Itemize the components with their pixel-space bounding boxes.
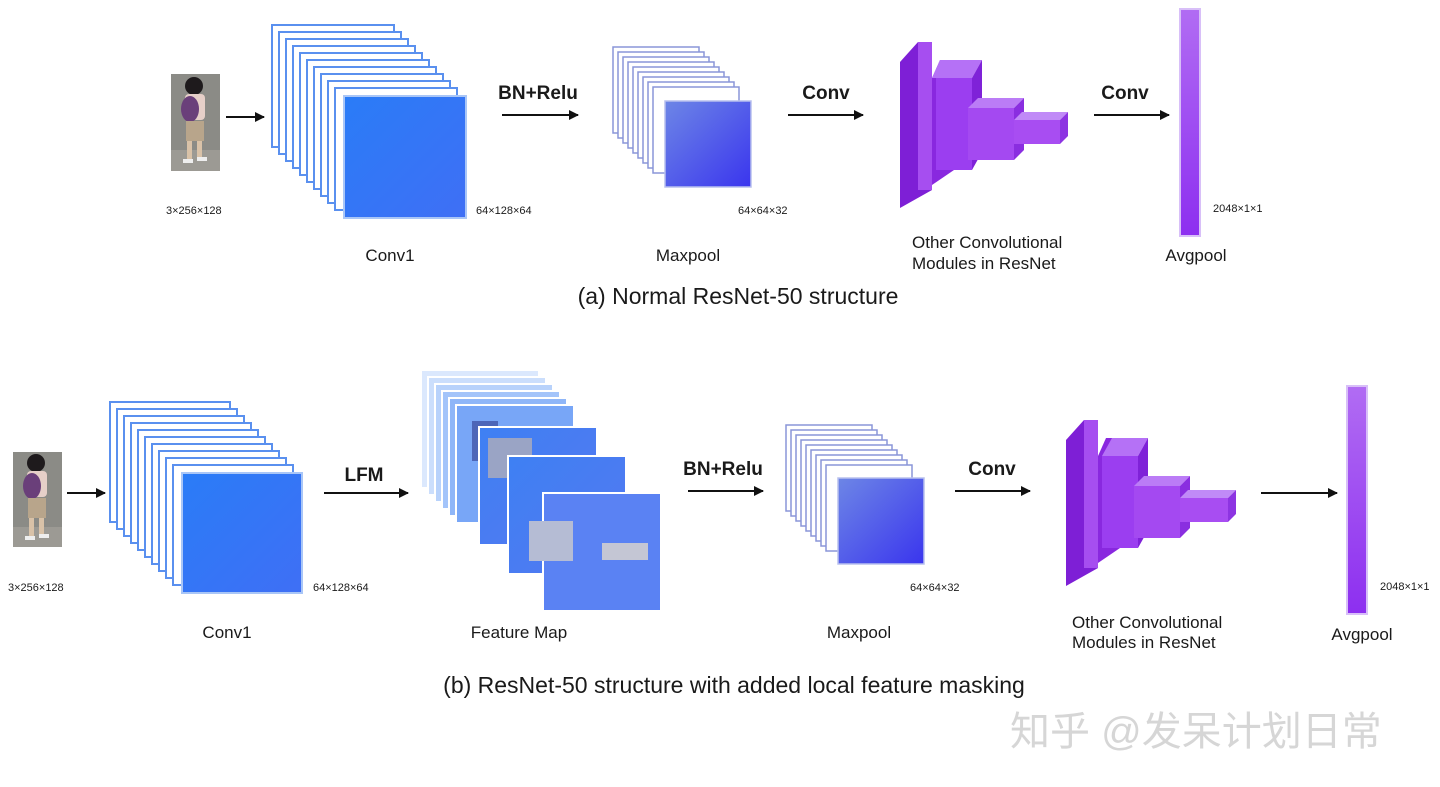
arrow1-label-b: LFM (344, 465, 383, 486)
avgpool-dim-label-a: 2048×1×1 (1213, 203, 1263, 215)
arrow1-label-a: BN+Relu (498, 83, 578, 104)
arrow2-label-a: Conv (802, 83, 850, 104)
input-dim-label-a: 3×256×128 (166, 205, 222, 217)
conv1-label-b: Conv1 (202, 623, 251, 642)
maxpool-label-b: Maxpool (827, 623, 891, 642)
conv1-dim-label-a: 64×128×64 (476, 205, 532, 217)
watermark-text: 知乎 @发呆计划日常 (1010, 710, 1382, 754)
diagram-a: 3×256×128 64×128×64 Conv1 BN+Relu (166, 8, 1263, 309)
feature-map-stack-b (420, 369, 662, 612)
conv-modules-block-a (900, 42, 1068, 208)
maxpool-dim-label-a: 64×64×32 (738, 205, 788, 217)
conv1-dim-label-b: 64×128×64 (313, 582, 369, 594)
input-person-image-b (13, 452, 62, 547)
maxpool-label-a: Maxpool (656, 246, 720, 265)
modules-label-b-line1: Other Convolutional (1072, 613, 1222, 632)
conv-modules-block-b (1066, 420, 1236, 586)
arrow3-label-a: Conv (1101, 83, 1149, 104)
diagram-b: 3×256×128 64×128×64 Conv1 LFM (8, 369, 1430, 698)
conv1-stack-b (109, 401, 303, 594)
modules-label-b-line2: Modules in ResNet (1072, 633, 1216, 652)
conv1-label-a: Conv1 (365, 246, 414, 265)
maxpool-dim-label-b: 64×64×32 (910, 582, 960, 594)
avgpool-bar-b (1346, 385, 1368, 615)
featuremap-label-b: Feature Map (471, 623, 567, 642)
conv1-stack-a (271, 24, 467, 219)
maxpool-stack-b (785, 424, 925, 565)
caption-a: (a) Normal ResNet-50 structure (578, 283, 899, 309)
input-dim-label-b: 3×256×128 (8, 582, 64, 594)
maxpool-stack-a (612, 46, 752, 188)
avgpool-dim-label-b: 2048×1×1 (1380, 581, 1430, 593)
avgpool-label-b: Avgpool (1331, 625, 1392, 644)
arrow2-label-b: BN+Relu (683, 459, 763, 480)
modules-label-a-line2: Modules in ResNet (912, 254, 1056, 273)
modules-label-a-line1: Other Convolutional (912, 233, 1062, 252)
avgpool-label-a: Avgpool (1165, 246, 1226, 265)
avgpool-bar-a (1179, 8, 1201, 237)
input-person-image-a (171, 74, 220, 171)
caption-b: (b) ResNet-50 structure with added local… (443, 672, 1025, 698)
arrow3-label-b: Conv (968, 459, 1016, 480)
